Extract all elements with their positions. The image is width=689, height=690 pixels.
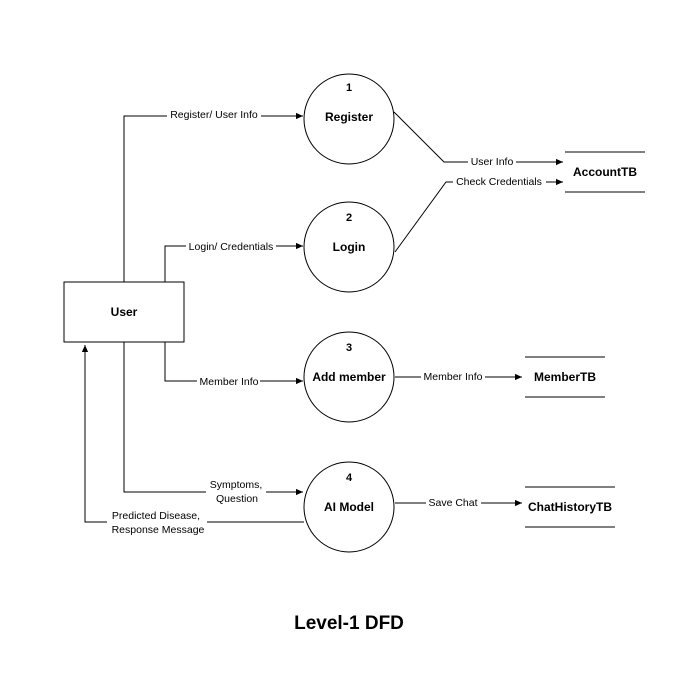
label-member-info-out: Member Info <box>424 371 483 383</box>
process-number: 3 <box>346 342 352 354</box>
label-member-info-in: Member Info <box>200 376 259 388</box>
label-login-credentials: Login/ Credentials <box>189 241 274 253</box>
flow-symptoms <box>123 342 303 496</box>
store-accounttb: AccountTB <box>565 151 645 193</box>
label-register-info: Register/ User Info <box>170 109 258 121</box>
label-check-credentials: Check Credentials <box>456 176 542 188</box>
flow-predicted <box>81 345 304 523</box>
entity-user <box>63 281 185 343</box>
process-label: Login <box>333 240 366 254</box>
process-label: Register <box>325 110 373 124</box>
process-ai-model: 4 AI Model <box>303 461 395 553</box>
label-question: Question <box>216 493 258 505</box>
process-number: 2 <box>346 212 352 224</box>
label-save-chat: Save Chat <box>428 497 477 509</box>
process-label: Add member <box>312 370 386 384</box>
store-chathistorytb: ChatHistoryTB <box>525 486 615 528</box>
store-membertb: MemberTB <box>525 356 605 398</box>
label-symptoms: Symptoms, <box>210 479 263 491</box>
entity-user-label: User <box>111 305 138 319</box>
store-label: AccountTB <box>573 165 637 179</box>
flow-register <box>123 112 303 282</box>
store-label: MemberTB <box>534 370 596 384</box>
label-user-info: User Info <box>471 156 514 168</box>
process-register: 1 Register <box>303 73 395 165</box>
label-predicted-disease: Predicted Disease, <box>112 510 200 522</box>
process-number: 1 <box>346 82 352 94</box>
process-number: 4 <box>346 472 353 484</box>
process-add-member: 3 Add member <box>303 331 395 423</box>
process-login: 2 Login <box>303 201 395 293</box>
store-label: ChatHistoryTB <box>528 500 612 514</box>
process-label: AI Model <box>324 500 374 514</box>
diagram-caption: Level-1 DFD <box>294 613 404 634</box>
flow-check-credentials <box>394 178 563 253</box>
flow-user-info <box>393 111 563 166</box>
label-response-message: Response Message <box>112 524 205 536</box>
